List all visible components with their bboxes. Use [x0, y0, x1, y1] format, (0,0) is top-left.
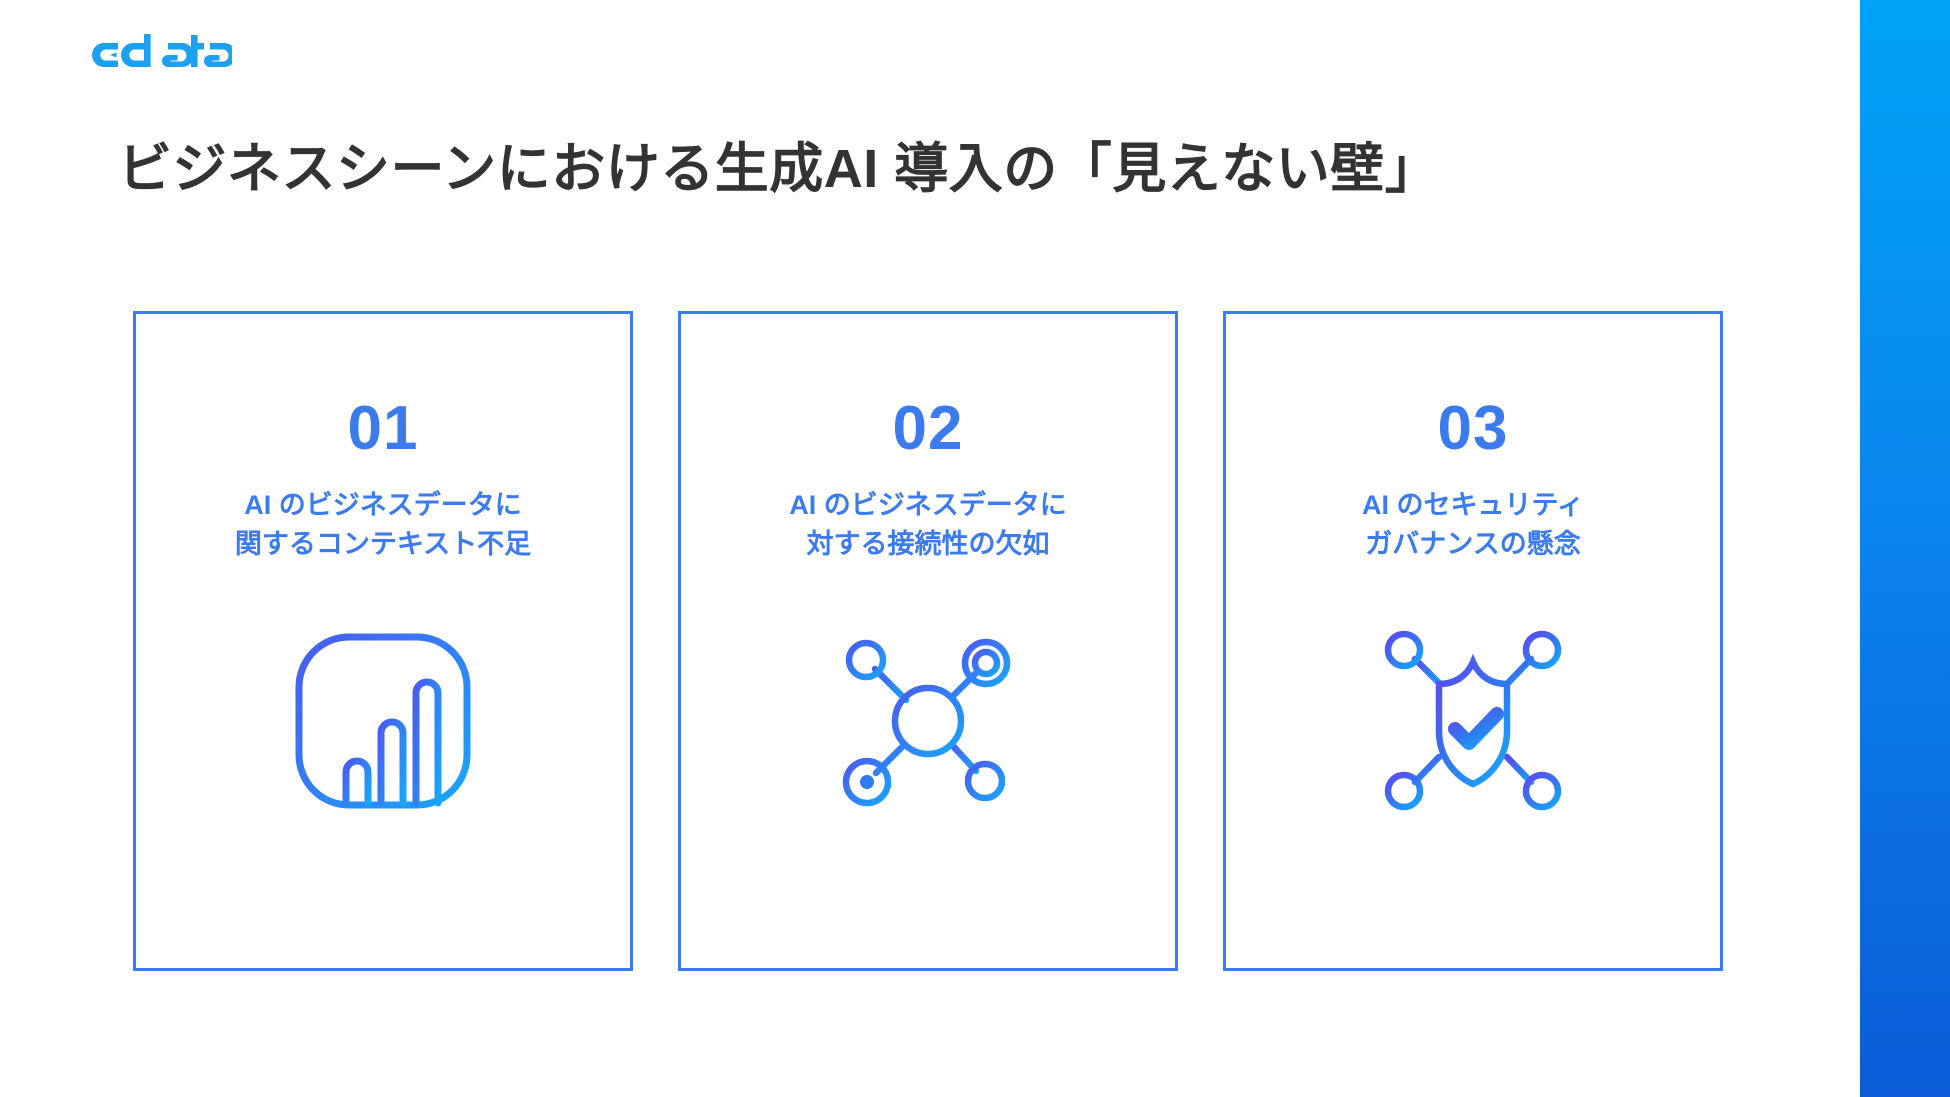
cdata-logo — [92, 32, 232, 76]
card-number: 03 — [1437, 394, 1509, 463]
card-01[interactable]: 01 AI のビジネスデータに 関するコンテキスト不足 — [133, 311, 633, 971]
card-label: AI のセキュリティ ガバナンスの懸念 — [1362, 490, 1584, 560]
card-03[interactable]: 03 AI のセキュリティ ガバナンスの懸念 — [1223, 311, 1723, 971]
bar-chart-app-icon — [268, 606, 498, 836]
cards-row: 01 AI のビジネスデータに 関するコンテキスト不足 — [133, 311, 1723, 971]
card-number: 01 — [347, 394, 419, 463]
card-label: AI のビジネスデータに 対する接続性の欠如 — [789, 490, 1067, 560]
card-number: 02 — [892, 394, 964, 463]
network-hub-icon — [813, 606, 1043, 836]
page-title: ビジネスシーンにおける生成AI 導入の「見えない壁」 — [118, 139, 1440, 200]
card-02[interactable]: 02 AI のビジネスデータに 対する接続性の欠如 — [678, 311, 1178, 971]
right-accent-bar — [1860, 0, 1950, 1097]
shield-check-network-icon — [1358, 606, 1588, 836]
card-label: AI のビジネスデータに 関するコンテキスト不足 — [234, 490, 532, 560]
